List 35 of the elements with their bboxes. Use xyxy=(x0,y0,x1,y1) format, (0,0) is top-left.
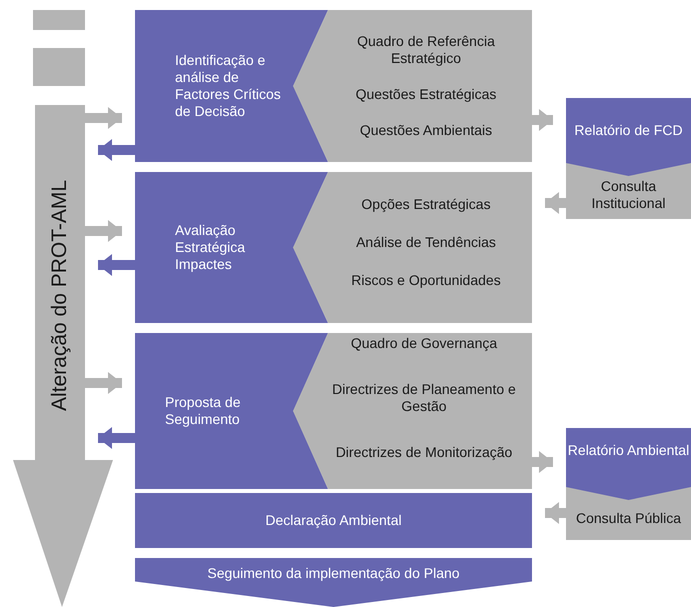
topic-text: Questões Estratégicas xyxy=(356,86,496,103)
topic-text: Riscos e Oportunidades xyxy=(351,272,501,289)
report-box xyxy=(566,428,691,500)
chevron-box xyxy=(135,10,328,162)
report-box xyxy=(566,98,691,176)
topic-text: Quadro de Governança xyxy=(350,335,498,352)
block-arrow xyxy=(532,109,553,131)
step-title: Seguimento da implementação do Plano xyxy=(207,565,460,582)
chevron-box xyxy=(135,333,328,489)
block-arrow xyxy=(98,427,135,449)
block-arrow xyxy=(85,372,122,394)
step-box xyxy=(135,493,532,548)
block-arrow xyxy=(85,107,122,129)
step-title: Proposta de Seguimento xyxy=(165,394,242,428)
topic-text: Directrizes de Monitorização xyxy=(336,444,512,461)
block-arrow xyxy=(85,220,122,242)
block-arrow xyxy=(545,192,566,214)
report-title: Relatório de FCD xyxy=(574,122,683,139)
chevron-box xyxy=(135,172,328,323)
topic-text: Análise de Tendências xyxy=(356,234,496,251)
block-arrow xyxy=(98,139,135,161)
topic-text: Directrizes de Planeamento e Gestão xyxy=(331,381,517,415)
report-title: Relatório Ambiental xyxy=(568,442,690,459)
topic-text: Opções Estratégicas xyxy=(361,196,491,214)
consultation-text: Consulta Pública xyxy=(576,510,682,527)
step-title: Avaliação Estratégica Impactes xyxy=(175,222,246,273)
consultation-text: Consulta Institucional xyxy=(590,178,666,212)
topic-text: Quadro de Referência Estratégico xyxy=(356,33,496,68)
block-arrow xyxy=(545,502,566,524)
topic-text: Questões Ambientais xyxy=(360,122,492,139)
step-title: Declaração Ambiental xyxy=(265,512,402,529)
step-title: Identificação e análise de Factores Críticos de Decisão xyxy=(175,52,282,120)
block-arrow xyxy=(98,254,135,276)
block-arrow xyxy=(532,451,553,473)
process-title: Alteração do PROT-AML xyxy=(47,178,72,413)
